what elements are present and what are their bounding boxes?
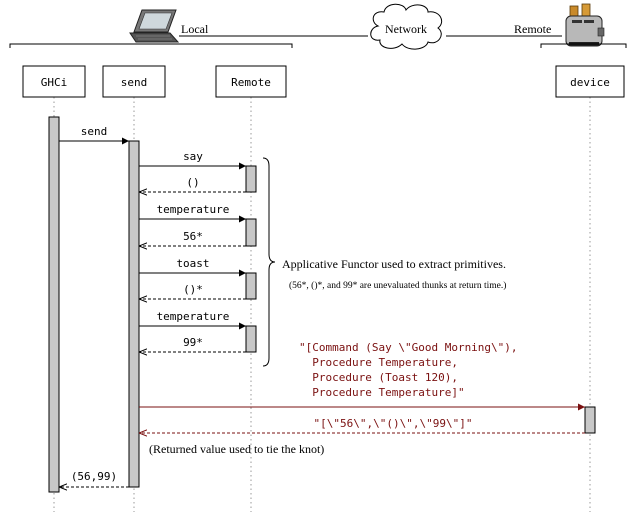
local-label: Local bbox=[181, 22, 209, 36]
message-temperature-2-label: temperature bbox=[157, 310, 230, 323]
tie-knot-note: (Returned value used to tie the knot) bbox=[149, 442, 324, 456]
message-send-label: send bbox=[81, 125, 108, 138]
grouping-brace bbox=[262, 157, 276, 367]
activation-ghci bbox=[48, 116, 60, 493]
activation-remote-toast bbox=[245, 272, 257, 300]
participant-ghci-label: GHCi bbox=[41, 76, 68, 89]
participant-send-label: send bbox=[121, 76, 148, 89]
participant-device-label: device bbox=[570, 76, 610, 89]
return-temperature-2-label: 99* bbox=[183, 336, 203, 349]
participant-ghci: GHCi bbox=[22, 65, 86, 98]
activation-remote-temp1 bbox=[245, 218, 257, 247]
return-toast-label: ()* bbox=[183, 283, 203, 296]
message-toast-label: toast bbox=[176, 257, 209, 270]
return-say-label: () bbox=[186, 176, 199, 189]
packet-line-2: Procedure Temperature, bbox=[299, 356, 458, 369]
participant-remote: Remote bbox=[215, 65, 287, 98]
remote-bracket bbox=[540, 43, 627, 48]
local-bracket bbox=[9, 43, 293, 48]
return-final-label: (56,99) bbox=[71, 470, 117, 483]
participant-device: device bbox=[555, 65, 625, 98]
network-label: Network bbox=[385, 22, 427, 36]
activation-remote-say bbox=[245, 165, 257, 193]
participant-remote-label: Remote bbox=[231, 76, 271, 89]
packet-line-3: Procedure (Toast 120), bbox=[299, 371, 458, 384]
remote-label: Remote bbox=[514, 22, 551, 36]
participant-send: send bbox=[102, 65, 166, 98]
return-temperature-1-label: 56* bbox=[183, 230, 203, 243]
activation-remote-temp2 bbox=[245, 325, 257, 353]
message-temperature-1-label: temperature bbox=[157, 203, 230, 216]
brace-note: (56*, ()*, and 99* are unevaluated thunk… bbox=[289, 280, 506, 291]
message-say-label: say bbox=[183, 150, 203, 163]
toaster-icon bbox=[565, 3, 605, 47]
activation-device bbox=[584, 406, 596, 434]
packet-line-4: Procedure Temperature]" bbox=[299, 386, 465, 399]
device-reply-label: "[\"56\",\"()\",\"99\"]" bbox=[314, 417, 473, 430]
brace-label: Applicative Functor used to extract prim… bbox=[282, 257, 506, 271]
laptop-icon bbox=[129, 9, 180, 43]
cloud-icon bbox=[370, 3, 443, 50]
activation-send bbox=[128, 140, 140, 488]
packet-line-1: "[Command (Say \"Good Morning\"), bbox=[299, 341, 518, 354]
